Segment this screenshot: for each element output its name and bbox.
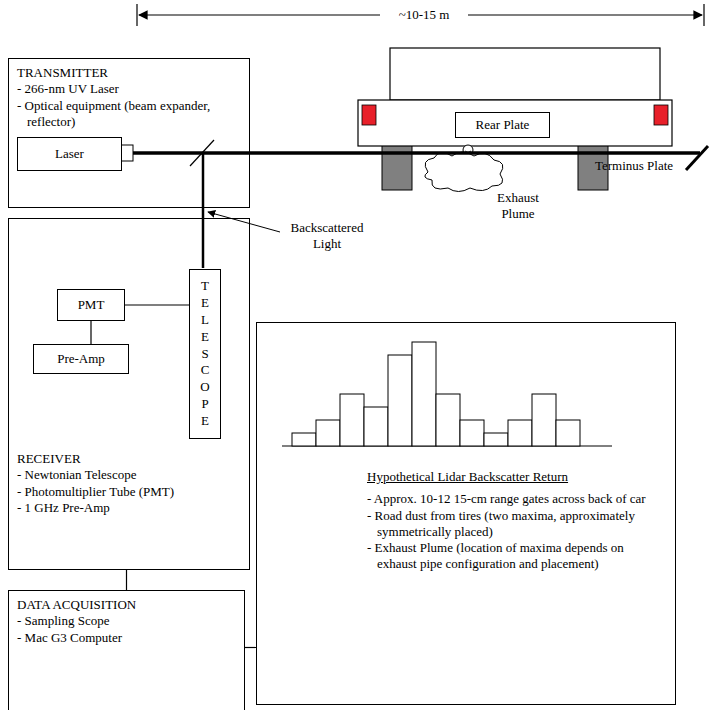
text-holder: PMT [78, 297, 105, 313]
pmt-box: PMT [57, 289, 125, 321]
receiver-box: RECEIVER- Newtonian Telescope- Photomult… [8, 218, 250, 570]
text-holder: Pre-Amp [57, 351, 105, 367]
backscatter-histogram [282, 342, 612, 446]
connector [245, 647, 256, 648]
connector [126, 570, 127, 590]
terminus-plate [686, 146, 708, 170]
laser-box: Laser [17, 137, 122, 171]
return-path [202, 154, 205, 268]
node-note: - Newtonian Telescope [17, 467, 243, 483]
node-note: - Sampling Scope [17, 613, 237, 629]
node-heading: DATA ACQUISITION [17, 597, 237, 613]
telescope-box: TELESCOPE [189, 269, 221, 439]
node-heading: Pre-Amp [57, 351, 105, 367]
node-heading: RECEIVER [17, 451, 243, 467]
node-note: - Photomultiplier Tube (PMT) [17, 484, 243, 500]
dimension-line [137, 4, 704, 26]
node-heading: PMT [78, 297, 105, 313]
node-note: - Mac G3 Computer [17, 630, 237, 646]
node-heading: Hypothetical Lidar Backscatter Return [367, 469, 647, 485]
preamp-box: Pre-Amp [33, 344, 129, 374]
car-body [358, 100, 672, 146]
node-note: - Approx. 10-12 15-cm range gates across… [367, 491, 647, 507]
data-acquisition-box: DATA ACQUISITION- Sampling Scope- Mac G3… [8, 590, 245, 710]
node-heading: Rear Plate [476, 117, 530, 133]
node-note: - 1 GHz Pre-Amp [17, 500, 243, 516]
laser-nozzle [121, 145, 133, 161]
connector [125, 304, 189, 305]
node-heading: TELESCOPE [199, 278, 212, 430]
car-cabin [390, 48, 660, 100]
node-note: - Exhaust Plume (location of maxima depe… [367, 540, 647, 573]
exhaust-cloud [425, 152, 503, 192]
node-note: - Optical equipment (beam expander, refl… [17, 98, 243, 131]
connector [90, 321, 91, 344]
tail-light [654, 105, 668, 125]
node-note: - Road dust from tires (two maxima, appr… [367, 508, 647, 541]
leader-arrow [208, 212, 280, 232]
dimension-label: ~10-15 m [380, 7, 468, 23]
text-holder: Hypothetical Lidar Backscatter Return - A… [367, 469, 647, 573]
text-holder: TELESCOPE [199, 278, 212, 430]
part-label: Terminus Plate [588, 158, 680, 174]
node-note: - 266-nm UV Laser [17, 81, 243, 97]
node-heading: TRANSMITTER [17, 65, 243, 81]
transmitter-box: TRANSMITTER- 266-nm UV Laser- Optical eq… [8, 58, 250, 208]
callout-label: Backscattered Light [282, 220, 372, 251]
text-holder: RECEIVER- Newtonian Telescope- Photomult… [17, 451, 243, 516]
text-holder: Rear Plate [476, 117, 530, 133]
tail-light [362, 105, 376, 125]
text-holder: TRANSMITTER- 266-nm UV Laser- Optical eq… [17, 65, 243, 130]
text-holder: DATA ACQUISITION- Sampling Scope- Mac G3… [17, 597, 237, 646]
part-label: Exhaust Plume [488, 190, 548, 221]
text-holder: Laser [55, 146, 84, 162]
lidar-return-box: Hypothetical Lidar Backscatter Return - A… [256, 322, 676, 705]
rear-plate: Rear Plate [455, 112, 550, 138]
laser-beam [133, 151, 700, 155]
node-heading: Laser [55, 146, 84, 162]
